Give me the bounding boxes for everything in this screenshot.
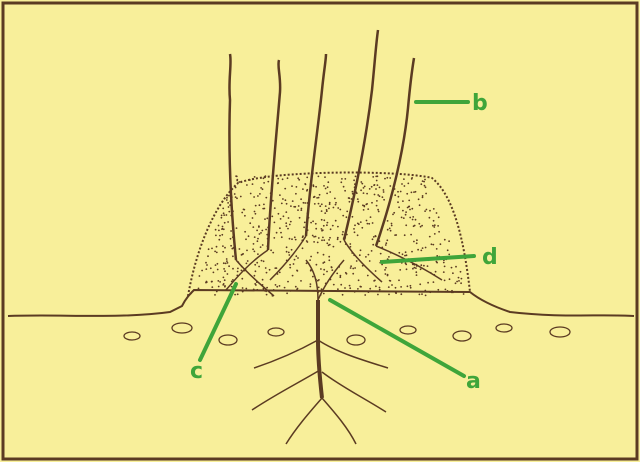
stems [229,30,414,260]
stem-5 [376,58,414,246]
labels: a b c d [190,91,498,394]
leader-c [200,284,236,360]
label-c: c [190,359,203,384]
label-b: b [472,91,488,116]
main-trunk [318,300,322,398]
soil-pebbles [124,323,570,345]
stem-3 [306,54,326,236]
leader-d [382,256,474,262]
stem-4 [344,30,378,240]
stem-2 [268,60,280,250]
stem-1 [229,54,236,260]
label-a: a [466,369,481,394]
leader-a [330,300,464,376]
label-d: d [482,245,498,270]
